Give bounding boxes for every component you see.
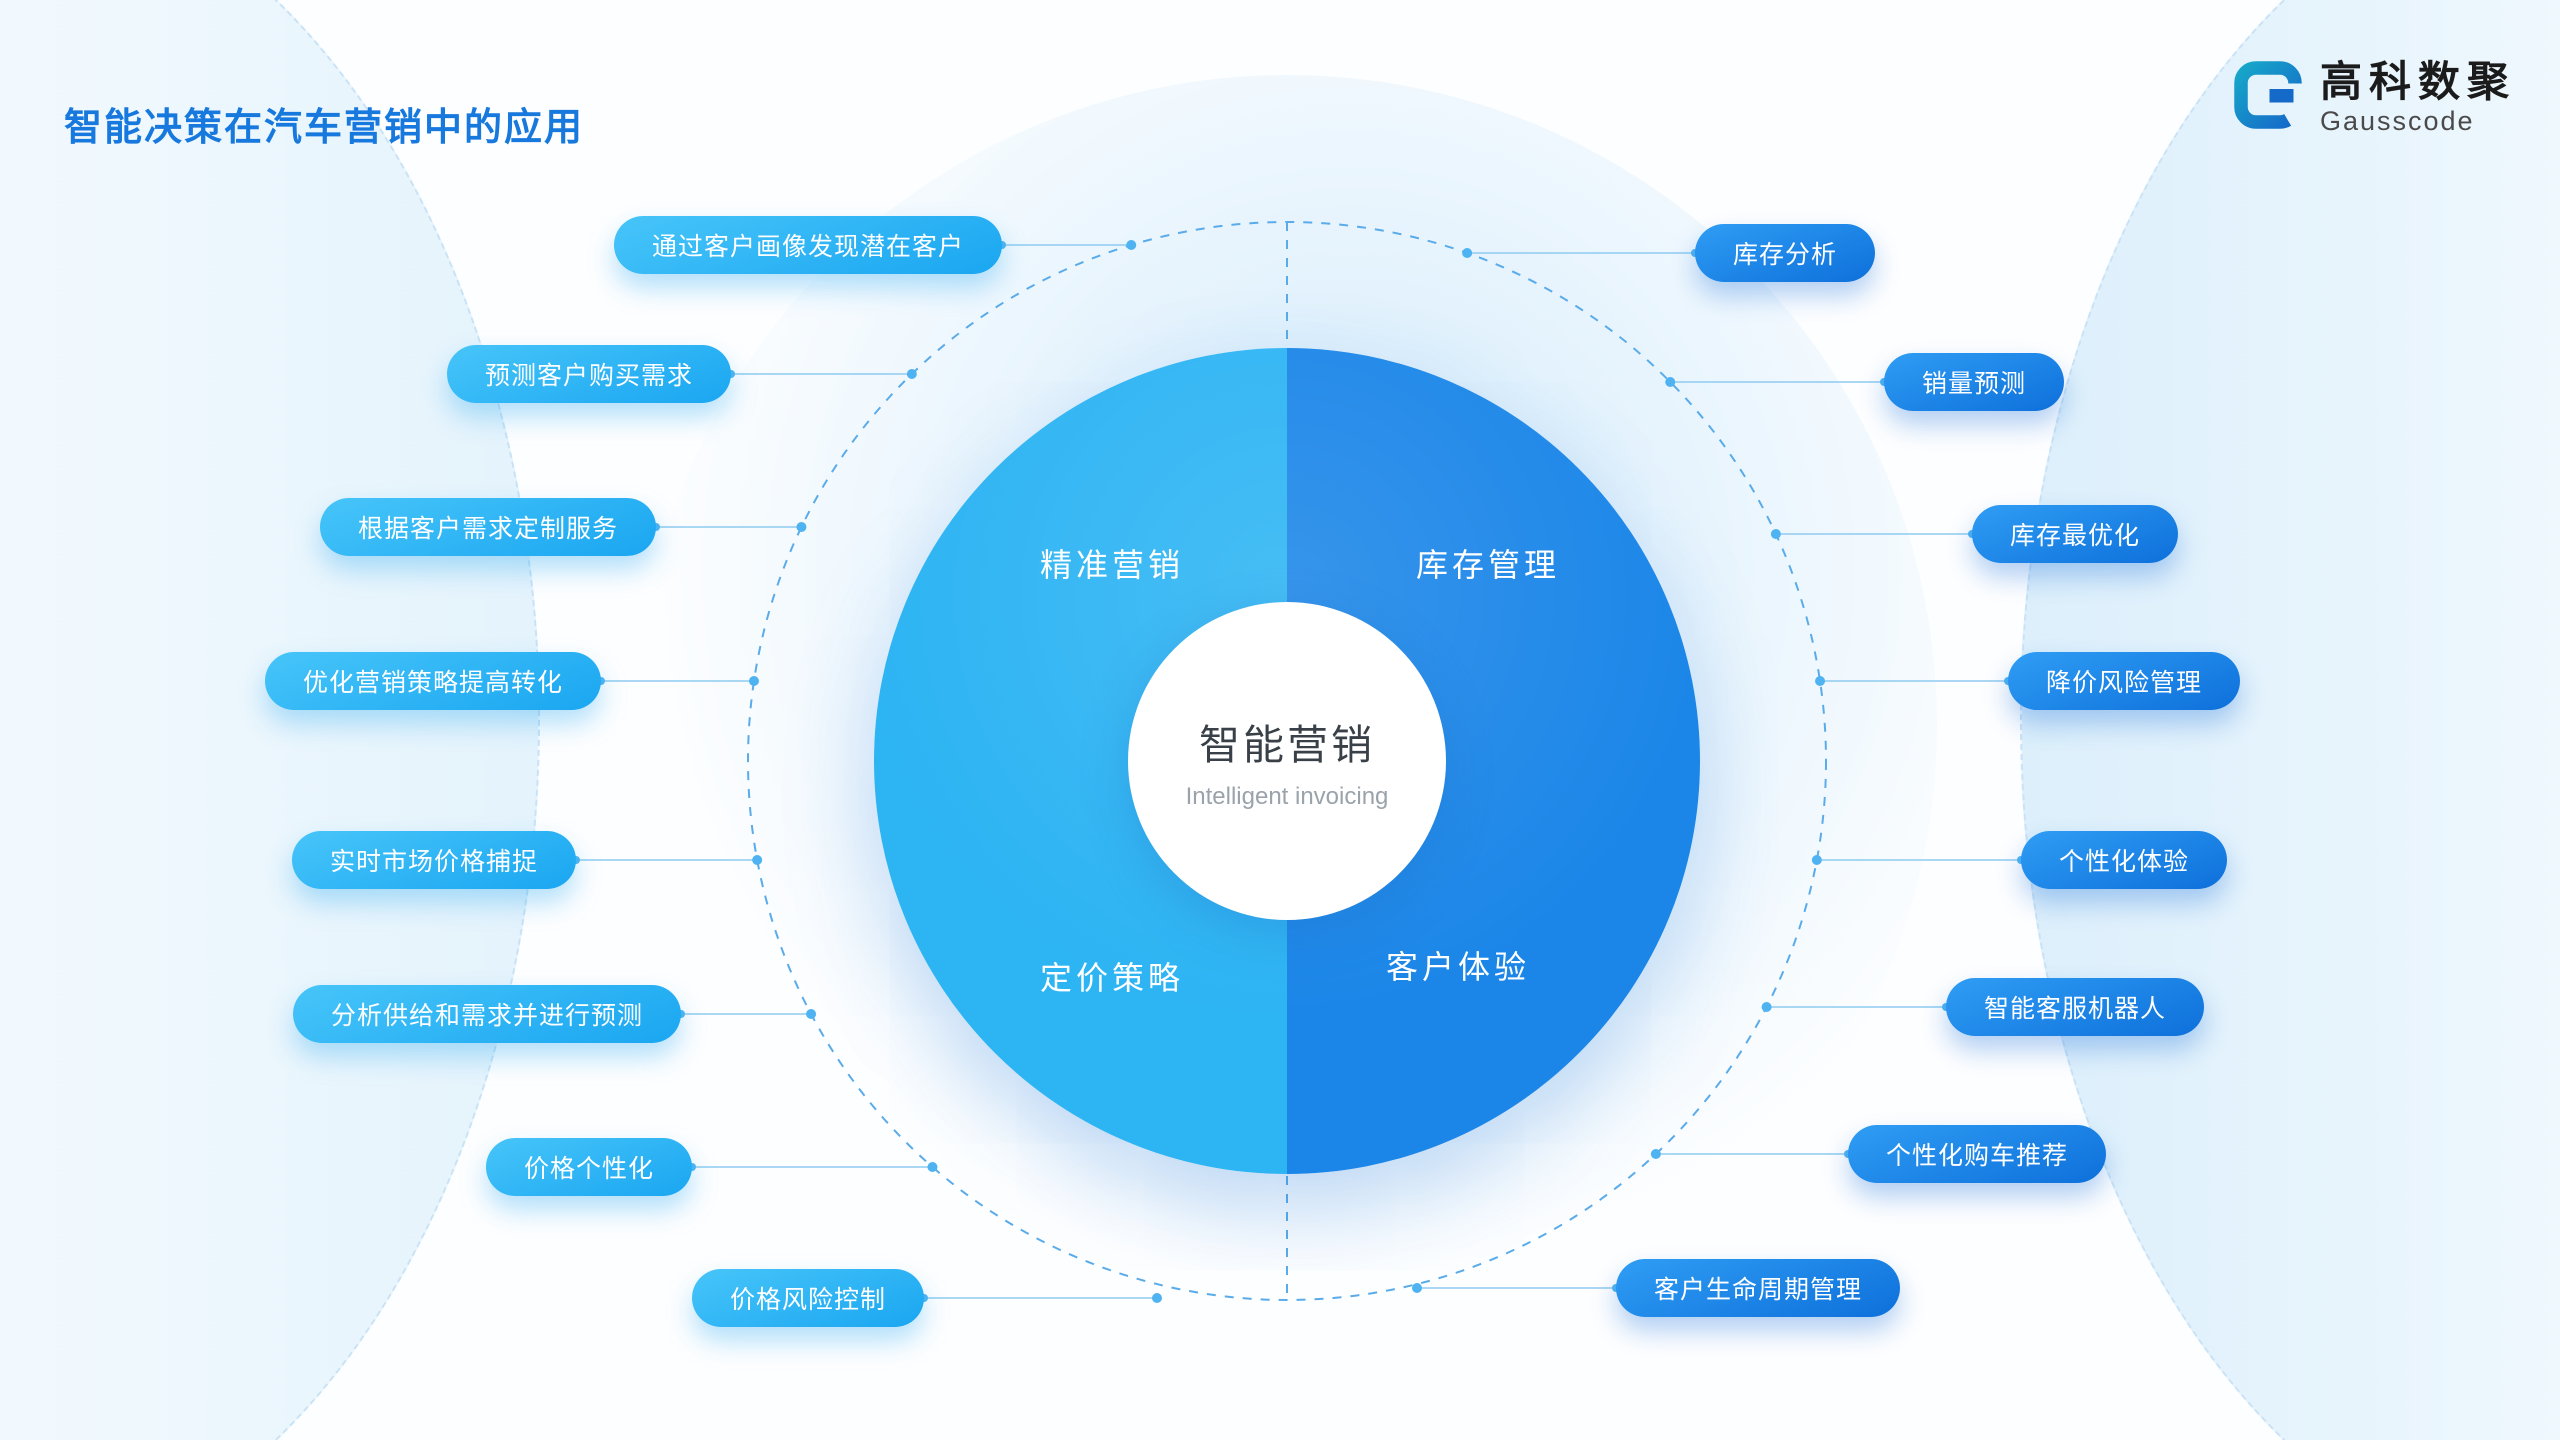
connector-dot [1650,1149,1661,1159]
quadrant-customer-experience: 客户体验 [1385,949,1531,985]
page-title: 智能决策在汽车营销中的应用 [64,107,585,149]
hub-title: 智能营销 [1199,722,1375,768]
connector-dot [927,1162,938,1172]
gausscode-logo-icon [2232,59,2304,136]
right-branch-pill: 个性化购车推荐 [1847,1125,2107,1183]
center-hub: 智能营销 Intelligent invoicing [1128,602,1446,920]
marketing-wheel: 精准营销 库存管理 定价策略 客户体验 智能营销 Intelligent inv… [874,348,1700,1174]
connector-dot [1761,1002,1772,1012]
quadrant-pricing-strategy: 定价策略 [1039,960,1185,996]
connector-dot [748,676,759,686]
right-branch-pill: 降价风险管理 [2007,652,2241,710]
connector-dot [1665,377,1676,387]
right-branch-pill: 智能客服机器人 [1945,978,2205,1036]
connector-dot [1126,240,1137,250]
left-branch-pill: 实时市场价格捕捉 [291,831,577,889]
right-branch-pill: 销量预测 [1883,353,2065,411]
right-branch-pill: 库存分析 [1694,224,1876,282]
brand-name: 高科数聚 [2319,58,2516,105]
connector-dot [1811,855,1822,865]
left-branch-pill: 分析供给和需求并进行预测 [292,985,682,1043]
connector-dot [796,522,807,532]
left-branch-pill: 预测客户购买需求 [446,345,732,403]
brand-name-en: Gausscode [2319,106,2475,137]
left-branch-pill: 根据客户需求定制服务 [319,498,657,556]
connector-dot [752,855,763,865]
connector-dot [1462,248,1473,258]
right-branch-pill: 库存最优化 [1971,505,2179,563]
hub-subtitle: Intelligent invoicing [1185,783,1389,810]
connector-dot [1152,1293,1162,1303]
connector-dot [906,369,917,379]
connector-dot [1770,529,1781,539]
brand-logo: 高科数聚 Gausscode [2232,58,2516,137]
connector-dot [1412,1283,1422,1293]
right-branch-pill: 客户生命周期管理 [1615,1259,1901,1317]
quadrant-precision-marketing: 精准营销 [1039,547,1185,583]
connector-dot [1815,676,1826,686]
left-branch-pill: 价格风险控制 [691,1269,925,1327]
connector-dot [806,1009,817,1019]
left-branch-pill: 优化营销策略提高转化 [264,652,602,710]
left-branch-pill: 通过客户画像发现潜在客户 [613,216,1003,274]
left-branch-pill: 价格个性化 [485,1138,693,1196]
quadrant-inventory-management: 库存管理 [1415,547,1561,583]
right-branch-pill: 个性化体验 [2020,831,2228,889]
